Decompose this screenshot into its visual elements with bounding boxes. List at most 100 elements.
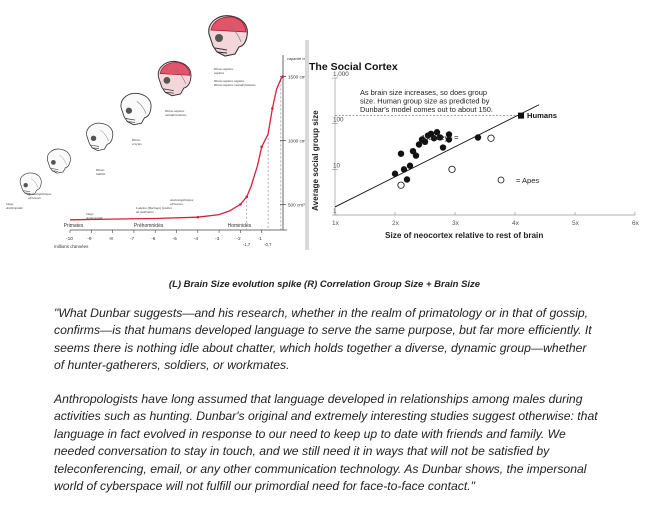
y-unit-label: capacité crânienne en cm³	[287, 57, 305, 61]
curve-point	[196, 215, 200, 219]
suture-line	[136, 101, 147, 114]
humans-marker	[518, 112, 524, 119]
eye-socket	[215, 34, 223, 42]
x-axis-label: millions d'années	[54, 244, 89, 249]
quote-paragraph-2: Anthropologists have long assumed that l…	[54, 392, 598, 494]
legend-apes-marker	[497, 176, 505, 184]
ape-point	[397, 181, 405, 189]
y-axis-label: Average social group size	[311, 110, 320, 211]
jaw-line	[50, 168, 59, 172]
jaw-line	[125, 118, 136, 123]
x-tick-label: 3x	[452, 220, 460, 227]
x-axis-label: Size of neocortex relative to rest of br…	[385, 231, 543, 240]
legend-apes: = Apes	[516, 176, 539, 185]
curve-point	[239, 203, 242, 206]
brain-evolution-chart: 500 cm³ 1000 cm³ 1500 cm³ capacité crânienn…	[5, 15, 305, 249]
eye-socket	[90, 135, 97, 142]
curve-point	[260, 145, 264, 149]
monkey-point	[445, 131, 453, 138]
skull-habilis-icon	[86, 122, 114, 151]
jaw-line	[90, 144, 100, 149]
jaw-line	[23, 190, 31, 194]
quote-paragraph-1: "What Dunbar suggests—and his research, …	[54, 306, 592, 373]
skull-outline	[86, 122, 114, 151]
monkey-point	[418, 136, 426, 143]
monkey-point	[412, 152, 420, 159]
skull-erectus-icon	[120, 92, 152, 126]
curve-point	[271, 107, 274, 110]
era-label: Préhomnidés	[134, 223, 164, 229]
jaw-line	[214, 47, 228, 54]
skull-outline	[120, 92, 152, 126]
figure-row: 500 cm³ 1000 cm³ 1500 cm³ capacité crânienn…	[5, 15, 640, 250]
monkey-point	[439, 144, 447, 151]
x-tick-label: -2	[236, 236, 241, 242]
x-tick-label: -7	[130, 236, 135, 242]
suture-line	[100, 129, 109, 142]
y-tick-label: 500 cm³	[288, 202, 305, 207]
y-tick-label: 1000 cm³	[288, 138, 305, 143]
x-tick-label: 2x	[392, 220, 400, 227]
ape-point	[448, 165, 456, 173]
x-tick-label: -9	[87, 236, 92, 242]
y-tick-label: 1	[333, 208, 337, 215]
x-tick-label: -1	[258, 236, 263, 242]
x-tick-label: 6x	[632, 220, 640, 227]
brain-fill	[159, 62, 191, 76]
monkey-point	[415, 141, 423, 148]
brain-fill	[210, 16, 247, 33]
curve-point	[245, 195, 249, 199]
eye-socket	[51, 160, 56, 165]
monkey-point	[406, 162, 414, 169]
era-label: Hominidés	[228, 223, 252, 229]
suture-line	[31, 178, 38, 188]
y-tick-label: 10	[333, 162, 341, 169]
era-label: Primates	[64, 223, 84, 229]
skull-outline	[19, 172, 42, 196]
eye-socket	[23, 183, 28, 188]
skull-ape-icon	[19, 172, 42, 196]
monkey-point	[397, 150, 405, 157]
x-tick-label: -8	[109, 236, 114, 242]
x-tick-label: -4	[194, 236, 199, 242]
monkey-point	[403, 176, 411, 183]
x-tick-label: 5x	[572, 220, 580, 227]
monkey-point	[436, 134, 444, 141]
monkey-point	[430, 135, 438, 142]
suture-line	[59, 155, 67, 165]
ape-point	[487, 134, 495, 142]
trend-line	[334, 104, 540, 208]
monkey-point	[400, 166, 408, 173]
skull-sapiens-icon	[208, 15, 248, 57]
monkey-point	[391, 170, 399, 177]
skull-australopithecus-icon	[46, 148, 71, 174]
legend-monkeys-marker	[474, 134, 482, 141]
x-tick-label: -5	[173, 236, 178, 242]
x-tick-label: -6	[151, 236, 156, 242]
brain-size-curve	[69, 75, 284, 221]
x-tick-label: 1x	[332, 220, 340, 227]
jaw-line	[163, 88, 174, 94]
social-cortex-chart: The Social Cortex As brain size increases…	[305, 40, 640, 250]
x-tick-label: 4x	[512, 220, 520, 227]
chart-title: The Social Cortex	[309, 61, 398, 73]
eye-socket	[125, 107, 133, 114]
y-tick-label: 1500 cm³	[288, 74, 305, 79]
x-tick-label: -10	[66, 236, 73, 242]
humans-label: Humans	[527, 111, 557, 120]
x-tick-label: -0,7	[264, 242, 272, 247]
x-tick-label: -3	[215, 236, 220, 242]
x-tick-label: -1,7	[243, 242, 251, 247]
suture-line	[228, 25, 242, 43]
monkey-point	[433, 129, 441, 136]
